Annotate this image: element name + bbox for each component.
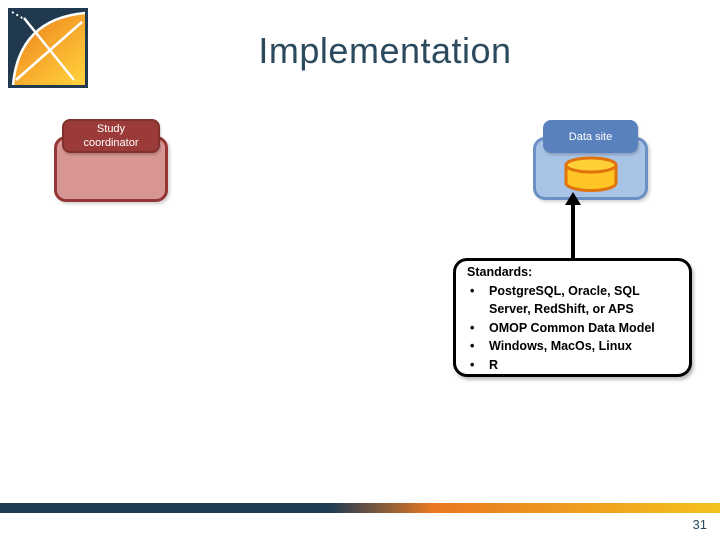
company-logo — [8, 8, 88, 88]
arrow-up-line — [571, 204, 575, 259]
list-item: OMOP Common Data Model — [467, 319, 683, 338]
bullet-icon — [467, 337, 489, 356]
standards-bullet-databases: PostgreSQL, Oracle, SQL Server, RedShift… — [489, 283, 640, 317]
list-item: Windows, MacOs, Linux — [467, 337, 683, 356]
standards-bullet-r: R — [489, 357, 499, 372]
list-item: PostgreSQL, Oracle, SQL Server, RedShift… — [467, 282, 683, 319]
arrow-up-head — [565, 192, 581, 205]
standards-heading: Standards: — [467, 265, 533, 279]
page-number: 31 — [692, 517, 707, 532]
standards-bullet-omop: OMOP Common Data Model — [489, 320, 655, 335]
data-site-label: Data site — [568, 130, 613, 143]
database-cylinder-icon — [564, 156, 618, 192]
study-coordinator-label: Study coordinator — [83, 123, 139, 149]
data-site-header: Data site — [543, 120, 638, 153]
study-coordinator-header: Study coordinator — [62, 119, 160, 153]
list-item: R — [467, 356, 683, 375]
footer-accent-bar — [0, 503, 720, 513]
standards-box: Standards: PostgreSQL, Oracle, SQL Serve… — [453, 258, 692, 377]
bullet-icon — [467, 319, 489, 338]
standards-bullet-os: Windows, MacOs, Linux — [489, 339, 632, 353]
bullet-icon — [467, 356, 489, 375]
bullet-icon — [467, 282, 489, 319]
compass-sail-logo-icon — [8, 8, 88, 88]
slide-title: Implementation — [258, 30, 512, 71]
